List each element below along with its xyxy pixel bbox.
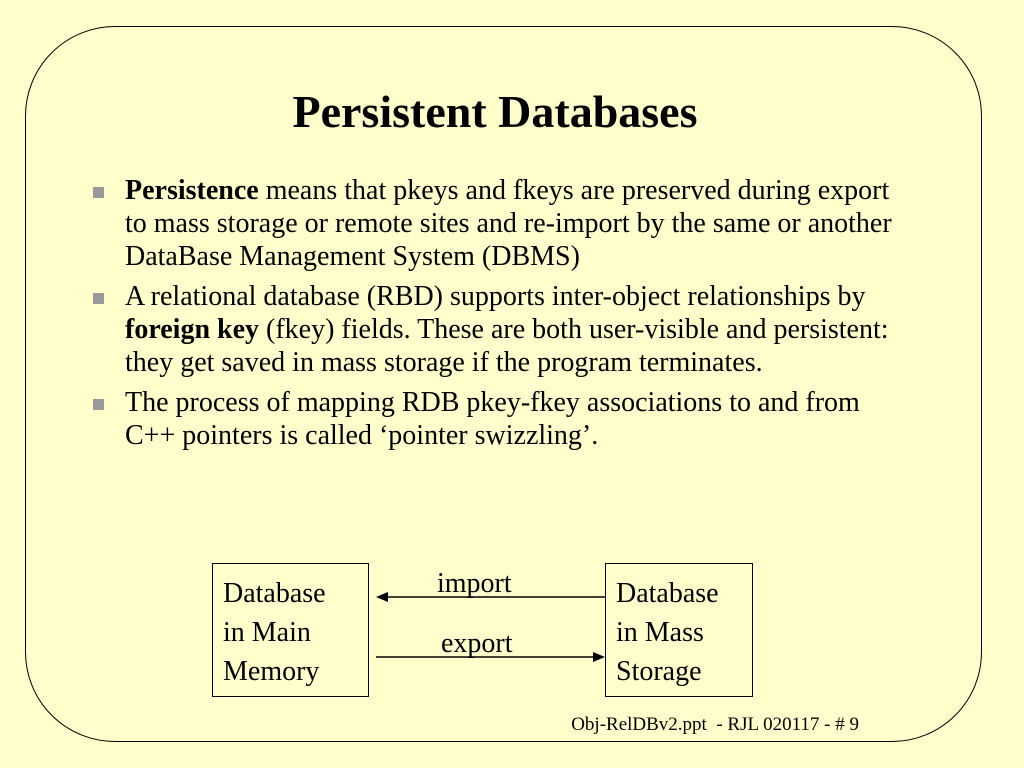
bullet-list: Persistence means that pkeys and fkeys a… (90, 174, 910, 459)
slide-footer: Obj-RelDBv2.ppt - RJL 020117 - # 9 (571, 714, 859, 735)
box-line: Database (223, 578, 326, 609)
export-label: export (441, 628, 513, 659)
main-memory-box: Database in Main Memory (212, 563, 369, 697)
mass-storage-box: Database in Mass Storage (605, 563, 753, 697)
bullet-text-post: means that pkeys and fkeys are preserved… (125, 175, 892, 272)
square-bullet-icon (93, 187, 104, 198)
box-line: Memory (223, 656, 320, 687)
square-bullet-icon (93, 293, 104, 304)
box-line: in Mass (616, 617, 704, 648)
bullet-text-pre: A relational database (RBD) supports int… (125, 281, 866, 312)
box-line: in Main (223, 617, 311, 648)
import-arrowhead-icon (376, 592, 388, 602)
slide-frame (25, 26, 982, 742)
bullet-item-relational: A relational database (RBD) supports int… (90, 280, 910, 379)
bullet-item-swizzling: The process of mapping RDB pkey-fkey ass… (90, 386, 910, 452)
slide-title: Persistent Databases (292, 86, 698, 137)
box-line: Storage (616, 656, 702, 687)
export-arrowhead-icon (593, 652, 605, 662)
bullet-text-bold: Persistence (125, 175, 259, 206)
bullet-text-pre: The process of mapping RDB pkey-fkey ass… (125, 387, 860, 451)
bullet-text-post: (fkey) fields. These are both user-visib… (125, 314, 889, 378)
box-line: Database (616, 578, 719, 609)
bullet-text-bold: foreign key (125, 314, 260, 345)
square-bullet-icon (93, 399, 104, 410)
bullet-item-persistence: Persistence means that pkeys and fkeys a… (90, 174, 910, 273)
import-label: import (437, 568, 512, 599)
